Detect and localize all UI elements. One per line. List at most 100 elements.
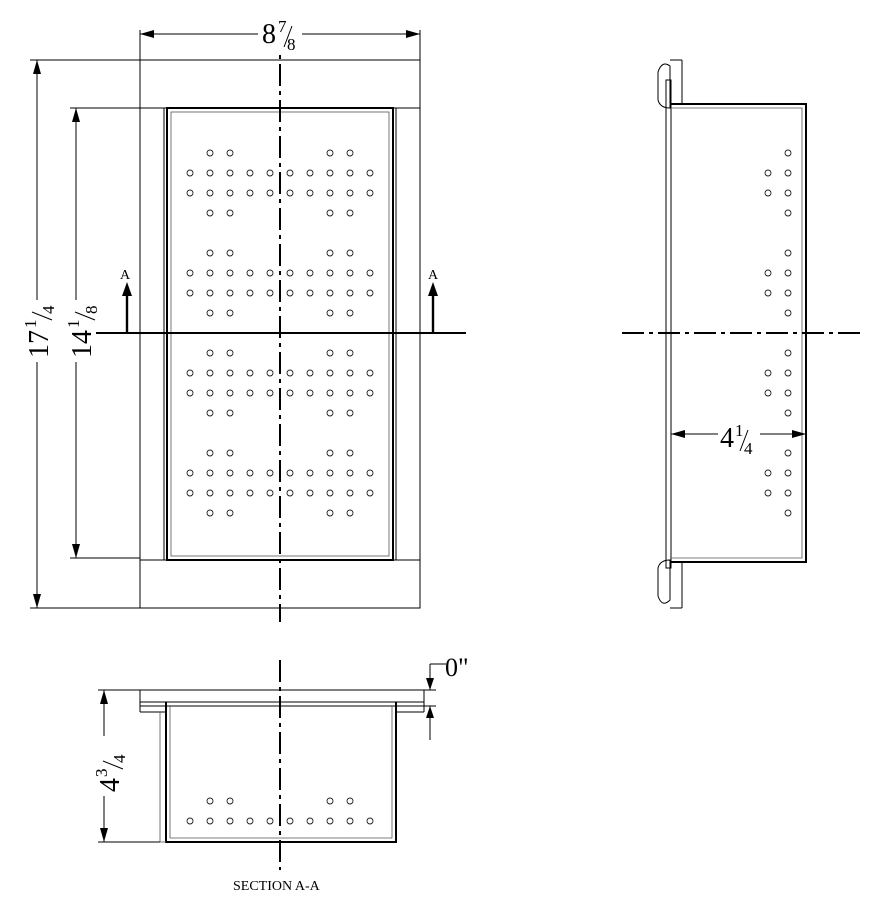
perforation-hole bbox=[246, 169, 254, 177]
perforation-hole bbox=[326, 489, 334, 497]
perforation-hole bbox=[246, 189, 254, 197]
perforation-hole bbox=[366, 369, 374, 377]
perforation-hole bbox=[306, 817, 314, 825]
perforation-hole bbox=[366, 189, 374, 197]
perforation-hole bbox=[326, 409, 334, 417]
perforation-hole bbox=[186, 269, 194, 277]
perforation-hole bbox=[306, 189, 314, 197]
perforation-hole bbox=[206, 409, 214, 417]
perforation-hole bbox=[346, 309, 354, 317]
dim-side-whole: 4 bbox=[720, 423, 734, 454]
dim-section-whole: 4 bbox=[95, 778, 126, 792]
dimension-flange-offset: 0" bbox=[424, 653, 469, 740]
dim-section-num: 3 bbox=[92, 769, 111, 778]
perforation-hole bbox=[226, 509, 234, 517]
perforation-hole bbox=[286, 817, 294, 825]
perforation-hole bbox=[186, 389, 194, 397]
perforation-hole bbox=[266, 369, 274, 377]
perforation-hole bbox=[784, 269, 792, 277]
perforation-hole bbox=[764, 189, 772, 197]
perforation-hole bbox=[784, 169, 792, 177]
perforation-hole bbox=[206, 489, 214, 497]
perforation-hole bbox=[306, 369, 314, 377]
perforation-hole bbox=[206, 469, 214, 477]
perforation-hole bbox=[326, 169, 334, 177]
perforation-hole bbox=[206, 189, 214, 197]
dim-inner-num: 1 bbox=[64, 320, 83, 329]
perforation-hole bbox=[326, 149, 334, 157]
perforation-hole bbox=[784, 309, 792, 317]
perforation-hole bbox=[326, 797, 334, 805]
perforation-hole bbox=[226, 817, 234, 825]
perforation-hole bbox=[326, 389, 334, 397]
perforation-hole bbox=[784, 249, 792, 257]
dimension-overall-length: 17 1 4 bbox=[20, 59, 140, 609]
perforation-hole bbox=[764, 269, 772, 277]
perforation-hole bbox=[266, 389, 274, 397]
perforation-hole bbox=[226, 289, 234, 297]
perforation-hole bbox=[206, 149, 214, 157]
perforation-hole bbox=[246, 369, 254, 377]
perforation-hole bbox=[246, 469, 254, 477]
section-flange bbox=[139, 689, 425, 703]
perforation-hole bbox=[346, 209, 354, 217]
perforation-hole bbox=[186, 369, 194, 377]
perforation-hole bbox=[206, 169, 214, 177]
perforation-hole bbox=[226, 309, 234, 317]
perforation-hole bbox=[266, 269, 274, 277]
top-tab bbox=[657, 63, 671, 109]
perforation-hole bbox=[266, 469, 274, 477]
perforation-hole bbox=[206, 509, 214, 517]
perforation-hole bbox=[226, 489, 234, 497]
side-perforations bbox=[764, 149, 792, 517]
perforation-hole bbox=[326, 209, 334, 217]
perforation-hole bbox=[286, 289, 294, 297]
perforation-hole bbox=[286, 489, 294, 497]
perforation-hole bbox=[346, 169, 354, 177]
perforation-hole bbox=[246, 817, 254, 825]
perforation-hole bbox=[226, 269, 234, 277]
perforation-hole bbox=[186, 189, 194, 197]
perforation-hole bbox=[764, 469, 772, 477]
dim-inner-den: 8 bbox=[82, 306, 101, 315]
perforation-hole bbox=[366, 169, 374, 177]
perforation-pattern bbox=[186, 149, 374, 517]
perforation-hole bbox=[366, 817, 374, 825]
perforation-hole bbox=[286, 389, 294, 397]
perforation-hole bbox=[286, 369, 294, 377]
perforation-hole bbox=[246, 489, 254, 497]
dimension-side-depth: 4 1 4 bbox=[671, 418, 806, 458]
perforation-hole bbox=[346, 249, 354, 257]
perforation-hole bbox=[326, 349, 334, 357]
perforation-hole bbox=[226, 189, 234, 197]
perforation-hole bbox=[246, 269, 254, 277]
perforation-hole bbox=[206, 369, 214, 377]
perforation-hole bbox=[186, 469, 194, 477]
section-perforations bbox=[186, 797, 374, 825]
dim-width-whole: 8 bbox=[262, 19, 276, 50]
perforation-hole bbox=[784, 489, 792, 497]
perforation-hole bbox=[784, 469, 792, 477]
perforation-hole bbox=[266, 489, 274, 497]
perforation-hole bbox=[226, 249, 234, 257]
dim-length-whole: 17 bbox=[24, 330, 55, 358]
dim-section-den: 4 bbox=[110, 754, 129, 763]
perforation-hole bbox=[206, 249, 214, 257]
dimension-section-depth: 4 3 4 bbox=[92, 689, 160, 843]
perforation-hole bbox=[206, 449, 214, 457]
perforation-hole bbox=[346, 449, 354, 457]
perforation-hole bbox=[326, 289, 334, 297]
perforation-hole bbox=[326, 469, 334, 477]
perforation-hole bbox=[366, 469, 374, 477]
perforation-hole bbox=[226, 449, 234, 457]
perforation-hole bbox=[306, 469, 314, 477]
perforation-hole bbox=[326, 309, 334, 317]
dim-flange-offset-label: 0" bbox=[445, 653, 469, 682]
perforation-hole bbox=[266, 169, 274, 177]
perforation-hole bbox=[186, 289, 194, 297]
perforation-hole bbox=[286, 469, 294, 477]
perforation-hole bbox=[326, 269, 334, 277]
dim-inner-whole: 14 bbox=[67, 330, 98, 358]
perforation-hole bbox=[326, 189, 334, 197]
bottom-tab bbox=[657, 559, 671, 604]
